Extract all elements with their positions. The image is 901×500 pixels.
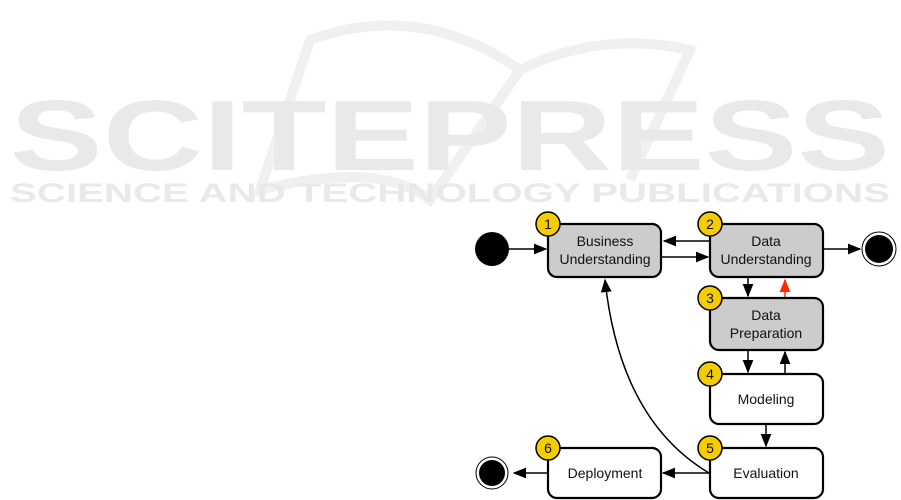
phase-label: Modeling bbox=[738, 391, 795, 407]
edges bbox=[509, 235, 862, 479]
arrow-evaluation-to-business bbox=[600, 278, 710, 474]
phase-number: 6 bbox=[544, 440, 552, 456]
watermark: SCITEPRESS SCIENCE AND TECHNOLOGY PUBLIC… bbox=[10, 20, 890, 208]
phase-badge bbox=[535, 435, 561, 461]
phase-label: Understanding bbox=[559, 251, 650, 267]
phase-label: Evaluation bbox=[733, 465, 798, 481]
end-node-bottom bbox=[475, 456, 509, 490]
phase-label: Data bbox=[751, 233, 781, 249]
phase-modeling: Modeling 4 bbox=[697, 361, 825, 426]
phase-number: 5 bbox=[706, 440, 714, 456]
phase-number: 2 bbox=[706, 216, 714, 232]
start-node bbox=[475, 232, 509, 266]
phase-badge bbox=[535, 211, 561, 237]
phase-label: Preparation bbox=[730, 325, 802, 341]
watermark-subtitle: SCIENCE AND TECHNOLOGY PUBLICATIONS bbox=[10, 178, 890, 208]
phase-label: Business bbox=[577, 233, 634, 249]
watermark-title: SCITEPRESS bbox=[10, 80, 890, 192]
phase-badge bbox=[697, 211, 723, 237]
phase-badge bbox=[697, 435, 723, 461]
phase-data-understanding: Data Understanding 2 bbox=[697, 211, 825, 279]
phase-deployment: Deployment 6 bbox=[535, 435, 663, 500]
phase-number: 1 bbox=[544, 216, 552, 232]
phase-badge bbox=[697, 361, 723, 387]
phase-label: Data bbox=[751, 307, 781, 323]
phase-badge bbox=[697, 285, 723, 311]
phase-evaluation: Evaluation 5 bbox=[697, 435, 825, 500]
phase-number: 4 bbox=[706, 366, 714, 382]
phase-label: Deployment bbox=[568, 465, 643, 481]
watermark-book-outline bbox=[252, 20, 698, 208]
phase-business-understanding: Business Understanding 1 bbox=[535, 211, 663, 279]
phase-data-preparation: Data Preparation 3 bbox=[697, 285, 825, 352]
phase-label: Understanding bbox=[720, 251, 811, 267]
end-node-top bbox=[861, 231, 897, 267]
phase-number: 3 bbox=[706, 290, 714, 306]
